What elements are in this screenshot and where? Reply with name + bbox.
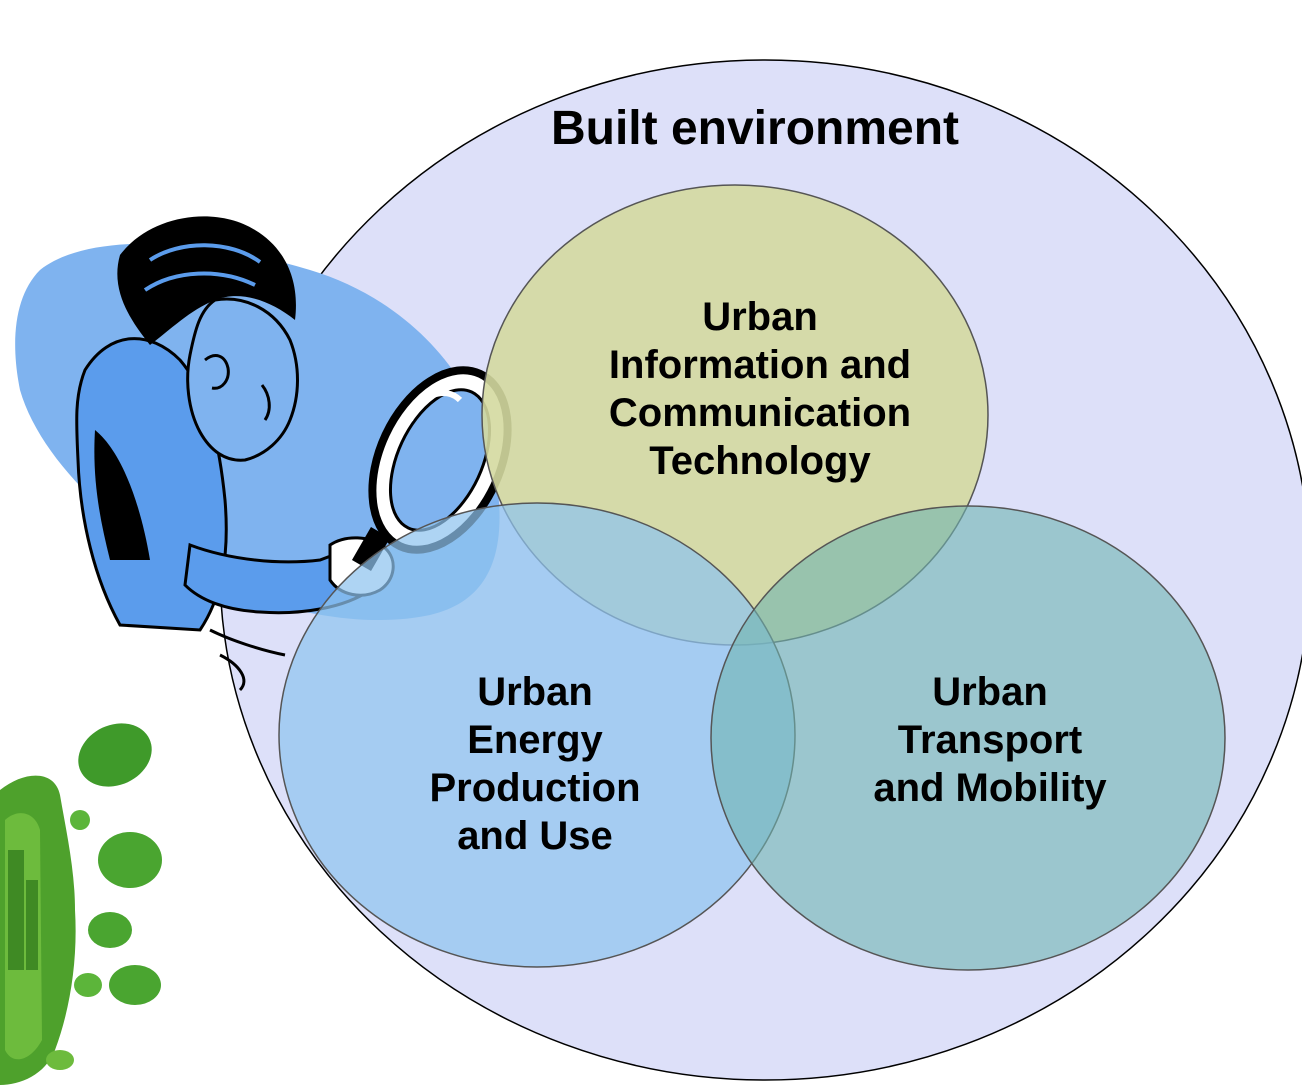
circle-transport [710,505,1226,971]
label-line: Production [429,766,641,810]
label-line: and Use [457,814,613,858]
label-line: and Mobility [873,766,1107,810]
diagram-title: Built environment [455,100,1055,158]
label-line: Information and [608,343,912,387]
label-line: Energy [467,718,603,762]
label-line: Communication [608,391,912,435]
label-line: Technology [649,439,871,483]
man-with-magnifying-glass-icon [15,216,512,692]
label-line: Transport [897,718,1083,762]
green-city-footprint-icon [0,723,162,1085]
label-line: Urban [702,295,818,339]
title-text: Built environment [550,102,960,155]
label-line: Urban [477,670,593,714]
label-transport: Urban Transport and Mobility [800,668,1180,812]
label-energy: Urban Energy Production and Use [345,668,725,860]
label-ict: Urban Information and Communication Tech… [520,293,1000,485]
label-line: Urban [932,670,1048,714]
